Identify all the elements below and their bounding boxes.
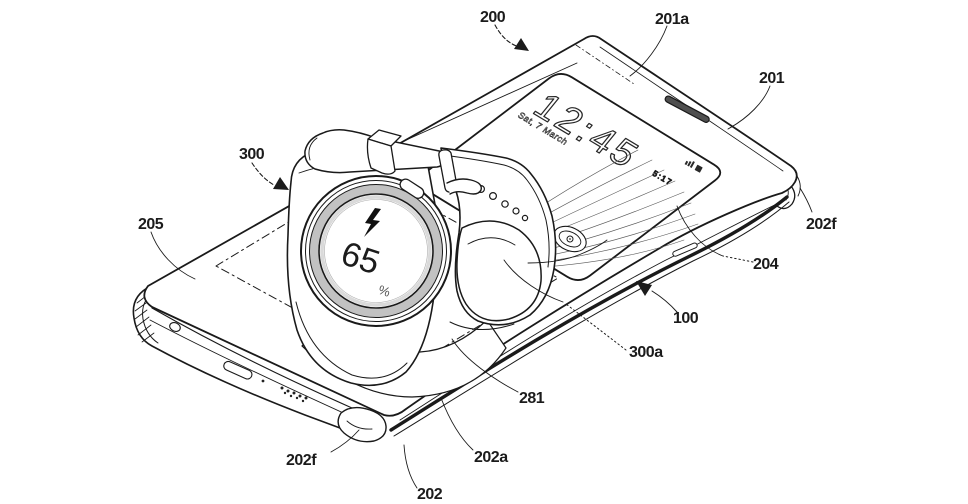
svg-text:300a: 300a (629, 344, 663, 361)
svg-text:205: 205 (138, 216, 164, 233)
svg-text:300: 300 (239, 146, 265, 163)
svg-text:281: 281 (519, 390, 545, 407)
svg-text:202f: 202f (286, 452, 317, 469)
svg-text:%: % (377, 282, 393, 300)
svg-text:201: 201 (759, 70, 785, 87)
svg-text:202: 202 (417, 486, 443, 503)
svg-text:201a: 201a (655, 11, 689, 28)
svg-text:202f: 202f (806, 216, 837, 233)
svg-text:100: 100 (673, 310, 699, 327)
svg-text:202a: 202a (474, 449, 508, 466)
svg-text:204: 204 (753, 256, 779, 273)
svg-text:200: 200 (480, 9, 506, 26)
